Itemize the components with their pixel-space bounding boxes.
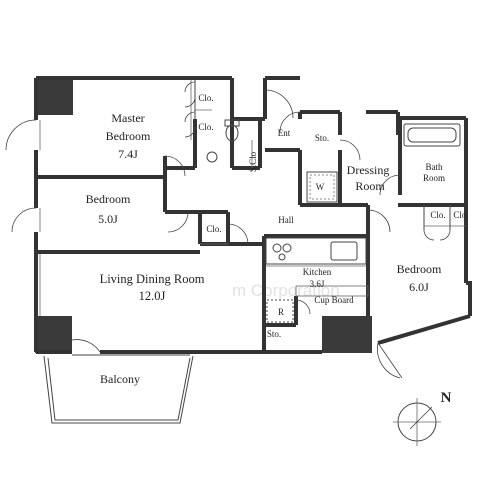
- pillar-bottom-left: [35, 316, 72, 353]
- entrance-label: Ent: [278, 128, 291, 138]
- living-size: 12.0J: [139, 289, 166, 303]
- shoe-closet-label: S.Clo: [248, 151, 258, 172]
- master-bedroom-label-2: Bedroom: [106, 129, 151, 143]
- kitchen-label: Kitchen: [303, 267, 332, 277]
- master-closet-doors: [184, 80, 212, 140]
- closet-label-right-a: Clo.: [430, 210, 445, 220]
- closet-label-bedroom-left: Clo.: [206, 224, 221, 234]
- fridge-label: R: [278, 307, 284, 317]
- storage-label-bottom: Sto.: [267, 329, 281, 339]
- balcony-label: Balcony: [100, 372, 140, 386]
- bath-room-label-2: Room: [423, 173, 445, 183]
- bedroom-left-size: 5.0J: [98, 212, 118, 226]
- kitchen-counter: [265, 237, 369, 297]
- dressing-room-label: Dressing: [347, 163, 390, 177]
- pillar-top-left: [35, 78, 73, 115]
- fridge-icon: [266, 299, 294, 323]
- master-bedroom-size: 7.4J: [118, 147, 138, 161]
- bedroom-right-label: Bedroom: [397, 262, 442, 276]
- hall-label: Hall: [278, 215, 294, 225]
- sink-icon: [206, 151, 218, 163]
- master-bedroom-label: Master: [111, 111, 144, 125]
- balcony: [43, 354, 194, 424]
- cupboard-label: Cup Board: [314, 295, 354, 305]
- washer-label: W: [316, 182, 325, 192]
- storage-label-top: Sto.: [315, 133, 329, 143]
- compass-icon: N: [393, 390, 452, 446]
- right-closets: [423, 205, 466, 241]
- compass-label: N: [441, 390, 452, 406]
- doors: [5, 89, 403, 379]
- bathtub-icon: [403, 123, 461, 147]
- closet-label-right-b: Clo.: [453, 210, 468, 220]
- kitchen-size: 3.6J: [310, 279, 325, 289]
- toilet-icon: [224, 119, 240, 142]
- bedroom-left-label: Bedroom: [86, 192, 131, 206]
- closet-label-master-mid: Clo.: [198, 122, 213, 132]
- bedroom-right-size: 6.0J: [409, 280, 429, 294]
- closet-label-master-top: Clo.: [198, 93, 213, 103]
- living-label: Living Dining Room: [100, 272, 205, 286]
- bath-room-label: Bath: [426, 162, 443, 172]
- washer-icon: [306, 171, 338, 203]
- dressing-room-label-2: Room: [355, 179, 385, 193]
- pillar-bottom-right: [322, 316, 372, 353]
